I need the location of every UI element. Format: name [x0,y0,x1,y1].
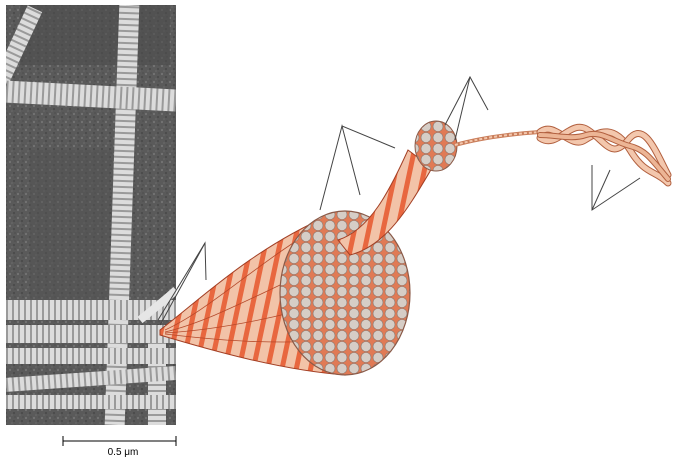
triple-helix [540,127,668,183]
electron-micrograph [0,5,176,425]
scale-bar-label: 0.5 μm [93,447,153,458]
tropocollagen-strand [455,132,540,145]
collagen-fibril [338,121,457,255]
scale-bar [63,436,176,446]
